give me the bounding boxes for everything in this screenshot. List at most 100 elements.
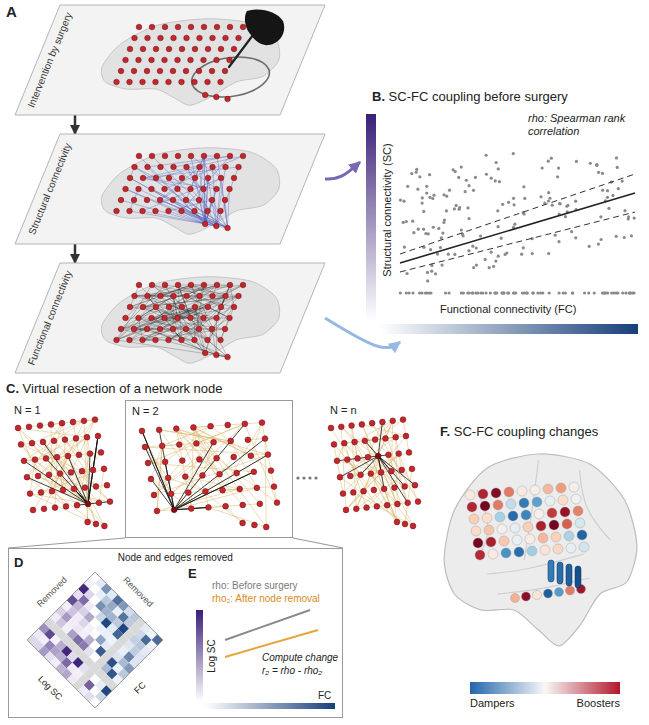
electrode-node: [396, 451, 402, 457]
panel-label: rho: Spearman rank correlation: [528, 112, 638, 137]
electrode-dot: [170, 197, 176, 203]
electrode-node: [380, 419, 386, 425]
electrode-dot: [192, 304, 198, 310]
connection-line: [152, 318, 191, 319]
data-point: [485, 173, 488, 176]
electrode-dot: [222, 68, 228, 74]
electrode-dot: [183, 326, 189, 332]
electrode-contact: [555, 588, 564, 597]
network-edge: [68, 456, 104, 526]
sc-fc-matrix: [27, 572, 163, 708]
electrode-dot: [223, 293, 229, 299]
electrode-node: [21, 458, 27, 464]
data-point: [490, 177, 493, 180]
data-point: [489, 291, 492, 294]
electrode-dot: [136, 186, 142, 192]
data-point: [445, 209, 448, 212]
electrode-contact: [560, 507, 570, 517]
electrode-node: [383, 436, 389, 442]
data-point: [444, 291, 447, 294]
data-point: [464, 190, 467, 193]
network-edge: [193, 427, 219, 474]
electrode-node: [176, 442, 182, 448]
structural-plane: Structural connectivity: [15, 134, 325, 244]
electrode-dot: [236, 164, 242, 170]
electrode-node: [358, 472, 364, 478]
data-point: [588, 245, 591, 248]
electrode-node: [90, 467, 96, 473]
electrode-node: [237, 486, 243, 492]
electrode-node: [254, 485, 260, 491]
electrode-node: [95, 433, 101, 439]
electrode-dot: [153, 337, 159, 343]
data-point: [564, 215, 567, 218]
electrode-node: [154, 508, 160, 514]
removed-edge: [174, 442, 213, 510]
removed-edge: [151, 479, 174, 510]
electrode-node: [208, 423, 214, 429]
electrode-contact: [517, 486, 527, 496]
electrode-dot: [140, 304, 146, 310]
data-point: [600, 238, 603, 241]
electrode-dot: [175, 57, 181, 63]
depth-electrode: [566, 564, 572, 586]
electrode-dot: [201, 186, 207, 192]
panel-label: rho: Before surgery: [212, 580, 298, 592]
data-point: [583, 291, 586, 294]
data-point: [570, 230, 573, 233]
data-point: [557, 240, 560, 243]
removed-edge: [174, 455, 268, 510]
data-point: [453, 253, 456, 256]
data-point: [462, 234, 465, 237]
connector-line: [74, 115, 77, 134]
electrode-dot: [205, 175, 211, 181]
data-point: [402, 221, 405, 224]
data-point: [557, 291, 560, 294]
electrode-node: [65, 453, 71, 459]
network-edge: [405, 469, 412, 524]
panel-label: Structural connectivity (SC): [381, 143, 394, 276]
surgeon-hand: [245, 9, 284, 45]
electrode-contact: [551, 532, 561, 542]
data-point: [445, 195, 448, 198]
electrode-dot: [225, 225, 231, 231]
network-edge: [54, 441, 110, 502]
ellipsis-dot: [296, 476, 299, 479]
electrode-node: [228, 438, 234, 444]
electrode-node: [252, 522, 258, 528]
data-point: [595, 164, 598, 167]
electrode-dot: [227, 24, 233, 30]
electrode-dot: [227, 282, 233, 288]
connection-line: [139, 285, 195, 340]
network-edges: [142, 423, 277, 527]
electrode-dot: [184, 164, 190, 170]
data-point: [495, 161, 498, 164]
electrode-dot: [127, 304, 133, 310]
electrode-node: [405, 500, 411, 506]
electrode-node: [107, 499, 113, 505]
data-point: [471, 291, 474, 294]
electrode-contact: [536, 521, 546, 531]
plane-surface: [15, 5, 325, 115]
electrode-node: [337, 474, 343, 480]
electrode-node: [378, 470, 384, 476]
electrode-dot: [231, 46, 237, 52]
fc-colorbar: [205, 703, 335, 709]
electrode-node: [359, 422, 365, 428]
network-edge: [355, 421, 393, 442]
electrode-node: [415, 499, 421, 505]
electrode-node: [48, 422, 54, 428]
confidence-line: [400, 212, 635, 272]
electrode-dot: [114, 208, 120, 214]
electrode-node: [214, 455, 220, 461]
electrode-contact: [562, 519, 572, 529]
electrode-node: [142, 444, 148, 450]
data-point: [432, 226, 435, 229]
electrode-dot: [218, 175, 224, 181]
electrode-dot: [140, 208, 146, 214]
electrode-node: [234, 470, 240, 476]
electrode-node: [68, 470, 74, 476]
electrode-dot: [214, 282, 220, 288]
electrode-node: [245, 437, 251, 443]
network-nn: [328, 417, 421, 529]
